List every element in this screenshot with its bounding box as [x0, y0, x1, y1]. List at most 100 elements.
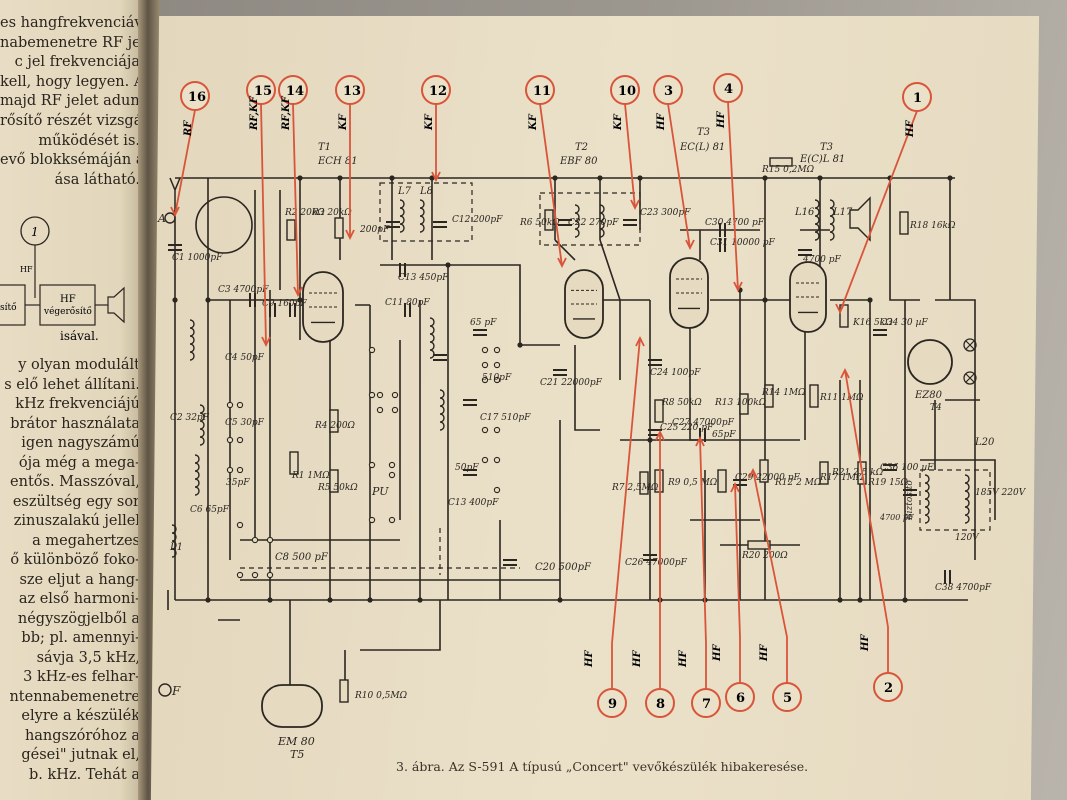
component-label-pu: PU	[371, 485, 389, 498]
component-label-mains2: 120V	[955, 533, 980, 543]
tube-ref-t3b: T3	[820, 142, 833, 153]
component-label-c7: 35pF	[226, 478, 250, 488]
component-label-c3: C3 4700pF	[218, 285, 269, 295]
probe-arrow-3	[667, 103, 691, 249]
tube-type-t2: EBF 80	[559, 156, 598, 167]
text-line: entős. Masszóval,	[10, 474, 140, 490]
test-point-number-13: 13	[343, 84, 361, 99]
test-point-number-16: 16	[188, 90, 206, 105]
arrow-head	[695, 435, 705, 447]
switch-contact	[236, 571, 244, 579]
component-label-r21: R21 2,5 kΩ	[831, 468, 884, 478]
test-point-circle-14	[278, 75, 308, 105]
component-label-c37: 4700 pF	[879, 513, 914, 522]
block-label: HF	[60, 294, 76, 305]
text-line: ő különböző foko-	[10, 552, 140, 568]
wire	[289, 600, 300, 691]
component-label-c22: C22 270pF	[568, 218, 619, 228]
text-line: sze eljut a hang-	[19, 571, 140, 588]
component-label-r8: R8 50kΩ	[661, 398, 702, 408]
junction-dot	[557, 597, 563, 603]
junction-dot	[297, 175, 303, 181]
switch-contact	[481, 346, 489, 354]
text-line: evő blokksémáján a	[0, 152, 145, 169]
transformer-frame	[919, 469, 991, 531]
wire	[920, 459, 996, 520]
test-point-circle-15	[246, 75, 276, 105]
band-switch	[195, 196, 253, 254]
resistor	[717, 469, 727, 493]
component-label-c2: C2 32pF	[170, 413, 210, 423]
component-label-r6: R6 50kΩ	[519, 218, 560, 228]
component-label-c16: 510pF	[482, 373, 512, 383]
junction-dot	[429, 175, 435, 181]
component-label-c38: C38 4700pF	[935, 583, 992, 593]
test-point-number-6: 6	[736, 691, 745, 706]
test-point-circle-2	[873, 672, 903, 702]
switch-contact	[226, 436, 234, 444]
junction-dot	[417, 597, 423, 603]
test-point-signal-2: HF	[860, 634, 871, 652]
component-label-r12: R12 2 MΩ	[774, 478, 822, 488]
test-point-circle-16	[180, 81, 210, 111]
junction-dot	[762, 297, 768, 303]
arrow-head	[835, 303, 845, 315]
component-label-c18: 50pF	[455, 463, 479, 473]
junction-dot	[637, 175, 643, 181]
component-label-r15: R15 0,2MΩ	[761, 165, 815, 175]
coil	[419, 199, 425, 233]
test-point-number: 1	[31, 225, 39, 239]
component-label-c4: C4 50pF	[225, 353, 265, 363]
text-line: brátor használata	[10, 415, 140, 432]
arrow-head	[293, 286, 303, 298]
text-line: elyre a készülék	[21, 708, 140, 724]
component-label-r4: R4 200Ω	[314, 421, 356, 431]
component-label-c12: C12 200pF	[452, 215, 503, 225]
coil	[199, 404, 205, 446]
coil	[171, 524, 177, 558]
component-label-c31: C31 10000 pF	[710, 238, 775, 248]
component-label-c28: 65pF	[712, 430, 736, 440]
shield-can	[379, 182, 473, 242]
antenna-socket	[164, 212, 176, 224]
probe-arrow-1	[839, 110, 918, 313]
arrow-head	[840, 367, 850, 379]
junction-dot	[647, 437, 653, 443]
resistor	[759, 459, 769, 483]
test-point-signal-8: HF	[632, 650, 643, 668]
text-line: működését is.	[38, 132, 140, 149]
junction-dot	[552, 175, 558, 181]
block-label: sítő	[0, 302, 17, 313]
resistor	[334, 217, 344, 239]
component-label-c13: C13 450pF	[398, 273, 449, 283]
switch-contact	[493, 376, 501, 384]
resistor	[286, 219, 296, 241]
resistor	[329, 469, 339, 493]
component-label-r11: R11 1MΩ	[819, 393, 864, 403]
pilot-lamp-cross	[965, 373, 975, 383]
resistor	[764, 384, 774, 408]
test-point-circle-6	[725, 682, 755, 712]
arrow-head	[170, 206, 180, 218]
switch-contact	[266, 571, 274, 579]
switch-contact	[481, 376, 489, 384]
switch-contact	[388, 461, 396, 469]
coil	[599, 204, 605, 238]
probe-arrow-10	[624, 103, 636, 209]
component-label-l1: L1	[169, 542, 183, 553]
junction-dot	[297, 297, 303, 303]
test-point-circle-10	[610, 75, 640, 105]
wire	[889, 178, 920, 301]
probe-arrow-6	[734, 483, 741, 683]
test-point-number-9: 9	[608, 697, 617, 712]
text-line: bb; pl. amennyi-	[21, 630, 140, 646]
switch-contact	[251, 536, 259, 544]
block-label: végerősítő	[43, 306, 92, 317]
test-point-signal-5: HF	[759, 644, 770, 662]
coil	[574, 204, 580, 238]
test-point-signal-13: KF	[338, 113, 349, 131]
text-line: a megahertzes	[32, 532, 140, 549]
resistor	[329, 409, 339, 433]
